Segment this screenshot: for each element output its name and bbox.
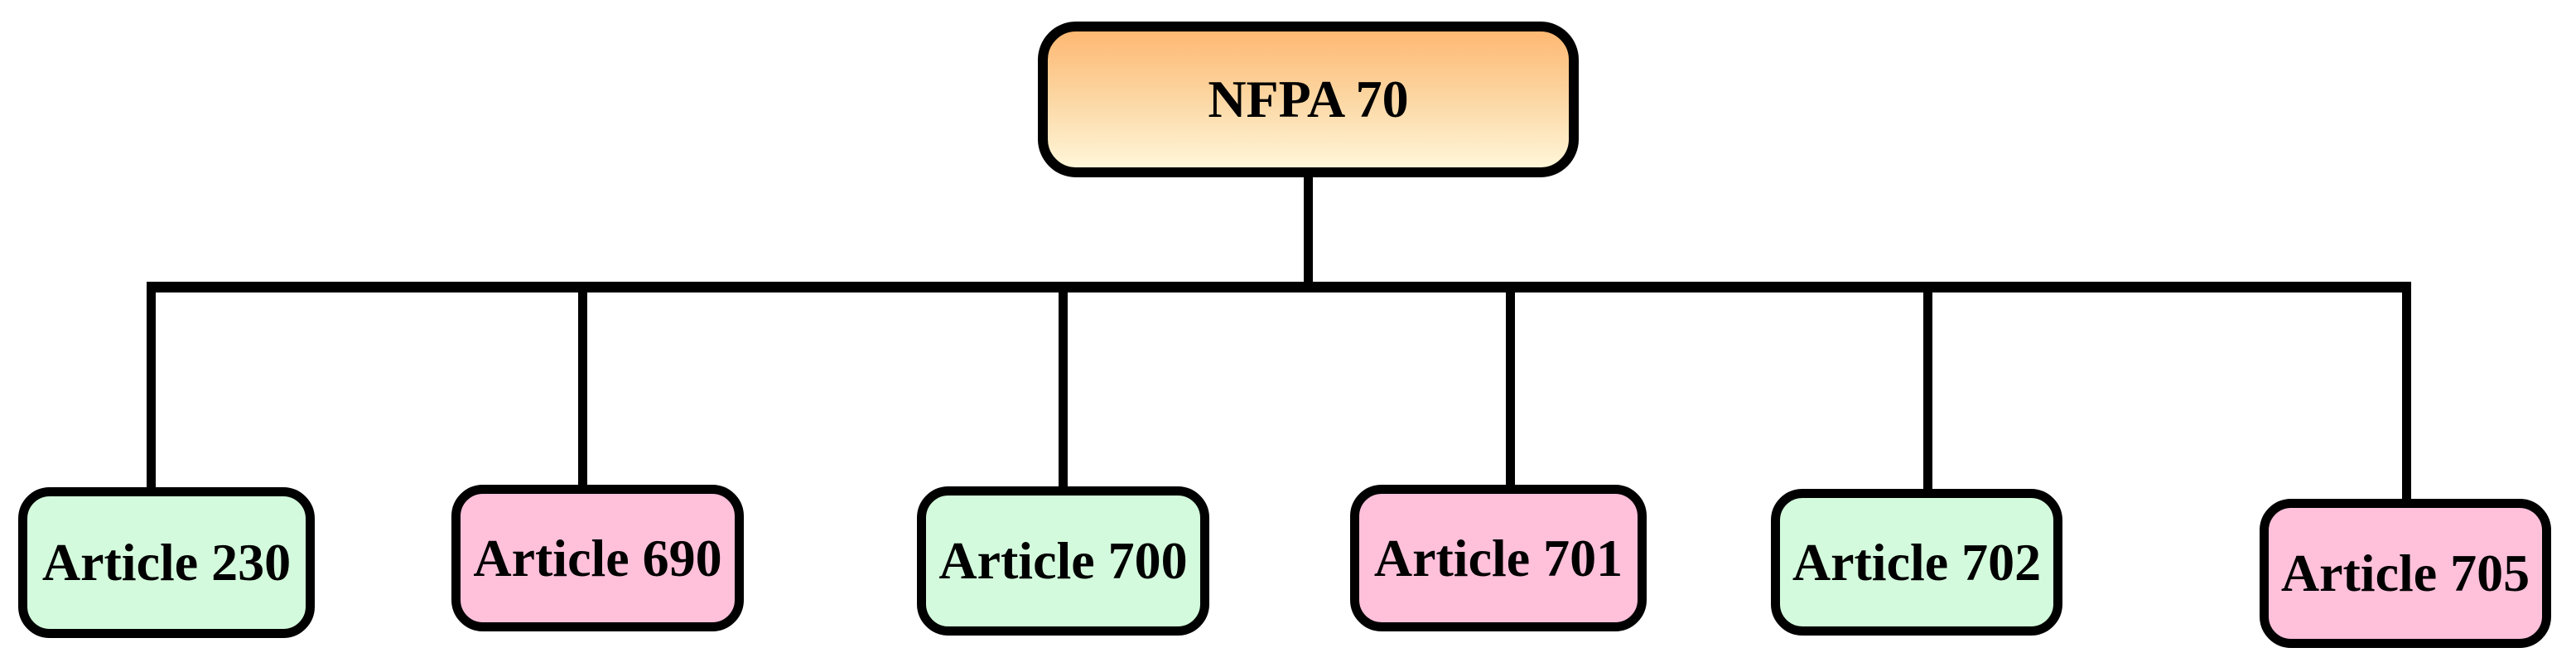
connector-drop-line [2402, 285, 2411, 504]
article-label: Article 690 [473, 528, 722, 587]
connector-bus-line [147, 282, 2411, 292]
article-label: Article 701 [1373, 528, 1623, 587]
connector-drop-line [147, 285, 156, 492]
connector-drop-line [1923, 285, 1932, 494]
root-node-label: NFPA 70 [1208, 70, 1409, 128]
connector-drop-line [1059, 285, 1068, 491]
article-label: Article 700 [938, 531, 1188, 590]
article-label: Article 705 [2280, 544, 2530, 602]
article-box: Article 701 [1350, 485, 1647, 631]
article-box: Article 700 [917, 486, 1209, 636]
article-label: Article 230 [41, 533, 292, 592]
article-box: Article 705 [2260, 499, 2551, 648]
connector-drop-line [1506, 285, 1515, 490]
connector-trunk-line [1304, 172, 1313, 288]
article-box: Article 690 [451, 485, 744, 631]
root-node-nfpa-70: NFPA 70 [1038, 22, 1579, 177]
article-box: Article 230 [18, 487, 315, 638]
connector-drop-line [578, 285, 587, 490]
article-label: Article 702 [1792, 532, 2042, 592]
article-box: Article 702 [1771, 489, 2062, 636]
